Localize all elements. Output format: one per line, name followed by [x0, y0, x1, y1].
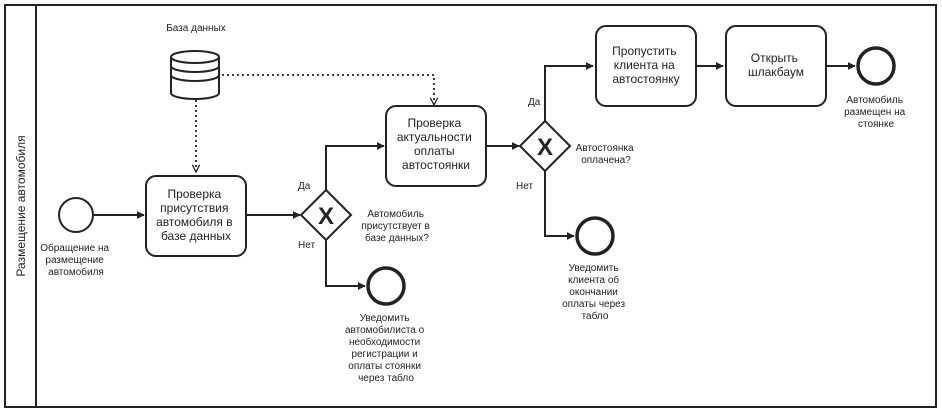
gateway-car-in-db-question: Автомобиль присутствует в базе данных?: [361, 208, 432, 244]
start-event: [58, 197, 94, 233]
task-check-presence: [145, 175, 247, 257]
gateway-parking-paid-symbol: X: [537, 134, 553, 161]
task-check-payment: [385, 105, 487, 187]
gateway-parking-paid-question: Автостоянка оплачена?: [576, 143, 637, 166]
data-association-to-check-payment: [222, 74, 434, 105]
gateway-parking-paid: [518, 119, 572, 173]
task-open-barrier: [725, 25, 827, 107]
end-event-notify-expired: [575, 216, 615, 256]
gateway-car-in-db-symbol: X: [318, 203, 334, 230]
flow-gateway-yes-to-let-in: [544, 62, 594, 121]
task-open-barrier-label: Открыть шлакбаум: [748, 51, 804, 79]
database-icon: [170, 50, 220, 100]
gateway-car-in-db-no: Нет: [298, 240, 315, 251]
task-check-presence-label: Проверка присутствия автомобиля в базе д…: [156, 187, 236, 243]
gateway-parking-paid-no: Нет: [516, 181, 533, 192]
flow-gateway-yes-to-check-payment: [325, 142, 385, 190]
start-event-label: Обращение на размещение автомобиля: [40, 242, 112, 278]
end-event-notify-registration: [366, 266, 406, 306]
end-event-notify-expired-label: Уведомить клиента об окончании оплаты че…: [562, 263, 628, 322]
flow-gateway-no-to-notify-expired: [544, 171, 575, 240]
end-event-car-parked: [856, 46, 896, 86]
lane-label: Размещение автомобиля: [14, 135, 28, 276]
task-check-payment-label: Проверка актуальности оплаты автостоянки: [397, 116, 475, 172]
database-label: База данных: [166, 23, 226, 34]
task-let-in: [595, 25, 697, 107]
end-event-notify-registration-label: Уведомить автомобилиста о необходимости …: [345, 313, 427, 384]
end-event-car-parked-label: Автомобиль размещен на стоянке: [844, 94, 908, 130]
flow-gateway-no-to-notify: [325, 240, 366, 290]
gateway-car-in-db: [299, 188, 353, 242]
gateway-parking-paid-yes: Да: [528, 97, 541, 108]
gateway-car-in-db-yes: Да: [298, 181, 311, 192]
task-let-in-label: Пропустить клиента на автостоянку: [612, 44, 680, 86]
